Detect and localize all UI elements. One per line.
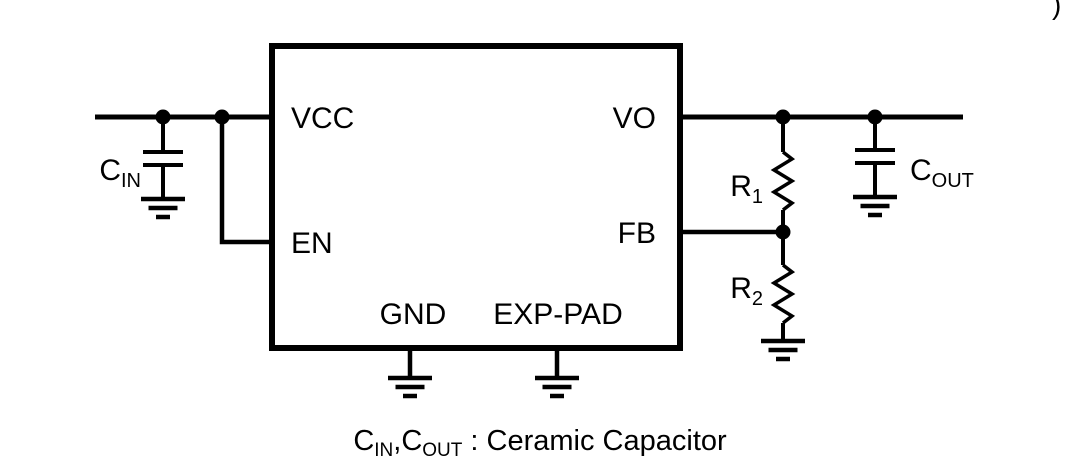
input-network: CIN	[95, 109, 272, 245]
pin-label-vcc: VCC	[291, 102, 354, 135]
pin-label-en: EN	[291, 227, 333, 260]
output-network: R1 R2 COUT	[680, 109, 974, 360]
caption: CIN,COUT : Ceramic Capacitor	[353, 425, 727, 461]
ground-symbol-cout	[853, 197, 897, 215]
ground-pins	[388, 348, 579, 396]
ground-symbol-exp-pad	[535, 378, 579, 396]
ground-symbol-gnd-pin	[388, 378, 432, 396]
pin-label-vo: VO	[613, 102, 656, 135]
corner-fragment: )	[1052, 0, 1061, 20]
pin-label-fb: FB	[618, 217, 656, 250]
cin-label: CIN	[99, 154, 141, 192]
cin-capacitor	[141, 150, 185, 167]
r2-label: R2	[730, 272, 763, 310]
pin-label-exp-pad: EXP-PAD	[493, 298, 622, 331]
r2-resistor	[772, 263, 794, 325]
ic-block: VCC EN VO FB GND EXP-PAD	[269, 43, 683, 351]
r1-resistor	[772, 150, 794, 212]
cout-label: COUT	[910, 154, 974, 192]
pin-label-gnd: GND	[380, 298, 447, 331]
ic-body	[269, 43, 683, 351]
r1-label: R1	[730, 170, 763, 208]
ground-symbol-r2	[761, 341, 805, 359]
en-wire	[219, 117, 272, 245]
ground-symbol-cin	[141, 199, 185, 217]
cout-capacitor	[853, 148, 897, 165]
